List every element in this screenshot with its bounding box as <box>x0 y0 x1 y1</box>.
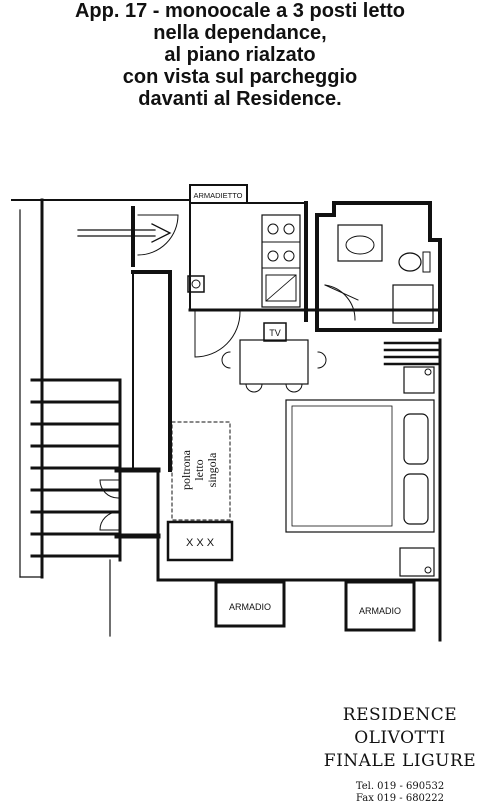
title-line: davanti al Residence. <box>138 88 342 110</box>
boiler-icon <box>187 275 205 293</box>
floor-plan: ARMADIETTO TV poltrona letto singola X X… <box>11 184 442 642</box>
tv-box <box>263 322 287 342</box>
letto-label: letto <box>192 459 206 480</box>
brand-fax: Fax 019 - 680222 <box>355 793 445 804</box>
nightstand <box>403 366 435 394</box>
stairs <box>30 378 122 562</box>
bathroom-walls <box>315 201 442 332</box>
title-line: al piano rialzato <box>164 44 316 66</box>
living-door-swing <box>194 311 241 358</box>
washbasin <box>337 224 383 262</box>
burner <box>267 223 279 235</box>
armchair <box>166 520 234 562</box>
double-bed <box>285 399 435 533</box>
burner <box>283 250 295 262</box>
shower <box>392 284 434 324</box>
title-line: con vista sul parcheggio <box>122 66 358 88</box>
brand-name: RESIDENCE OLIVOTTI <box>342 705 458 748</box>
residence-brand: RESIDENCE OLIVOTTI FINALE LIGURE Tel. 01… <box>300 704 500 805</box>
armadio-box <box>344 580 416 632</box>
title-line: App. 17 - monoocale a 3 posti letto <box>74 0 406 22</box>
pillow <box>403 413 429 465</box>
x-marks: X X X <box>186 537 215 549</box>
burner <box>267 250 279 262</box>
entry-arrow-head <box>151 223 172 243</box>
singola-label: singola <box>205 452 219 487</box>
armadietto-label: ARMADIETTO <box>193 191 242 200</box>
title-line: nella dependance, <box>153 22 327 44</box>
brand-location: FINALE LIGURE <box>323 751 477 771</box>
toilet <box>398 252 422 272</box>
armadio-right-label: ARMADIO <box>359 606 401 616</box>
pillow <box>403 473 429 525</box>
steps-right <box>383 341 440 366</box>
armadio-box <box>214 580 286 628</box>
nightstand <box>399 547 435 577</box>
sink <box>265 274 297 302</box>
burner <box>283 223 295 235</box>
poltrona-label: poltrona <box>179 449 193 490</box>
armadio-left-label: ARMADIO <box>229 602 271 612</box>
dining-table <box>239 339 309 385</box>
kitchen-counter <box>261 214 301 308</box>
door-swing <box>137 214 179 256</box>
title: App. 17 - monoocale a 3 posti letto nell… <box>0 0 480 110</box>
tv-label: TV <box>269 328 281 338</box>
